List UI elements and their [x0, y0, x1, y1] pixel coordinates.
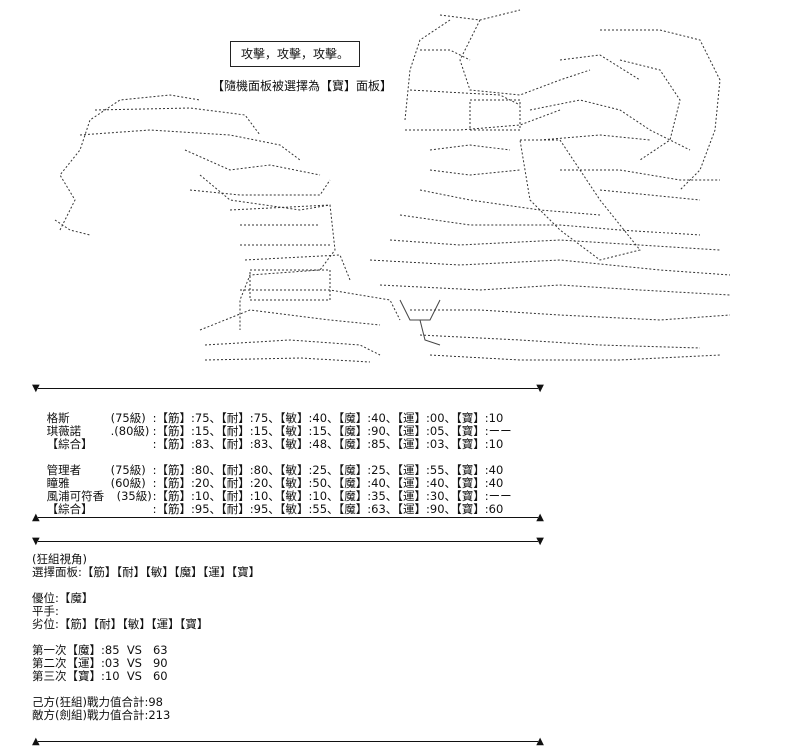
divider-top: ▼ ▼ [32, 384, 544, 394]
up-triangle-icon: ▲ [32, 512, 40, 523]
stat-row: 風浦可符香 (35級):【筋】:10、【耐】:10、【敏】:10、【魔】:35、【… [32, 477, 512, 503]
caption-box: 攻擊，攻擊，攻擊。 [230, 41, 360, 67]
stat-row: 琪薇諾 .(80級):【筋】:15、【耐】:15、【敏】:15、【魔】:90、【運… [32, 412, 512, 438]
ascii-art-illustration [54, 9, 731, 363]
character-name: 管理者 [46, 463, 82, 477]
stat-row-total: 【綜合】 :【筋】:83、【耐】:83、【敏】:48、【魔】:85、【運】:03、… [32, 425, 512, 451]
character-stats: :【筋】:80、【耐】:80、【敏】:25、【魔】:25、【運】:55、【寶】:… [152, 463, 504, 477]
perspective-label: (狂組視角) [32, 552, 87, 566]
character-name: 瞳雅 [46, 476, 70, 490]
up-triangle-icon: ▲ [536, 512, 544, 523]
character-stats: :【筋】:95、【耐】:95、【敏】:55、【魔】:63、【運】:90、【寶】:… [152, 502, 504, 516]
divider-line [38, 517, 538, 518]
stat-row: 管理者 (75級) :【筋】:80、【耐】:80、【敏】:25、【魔】:25、【運】… [32, 451, 512, 477]
character-stats: :【筋】:15、【耐】:15、【敏】:15、【魔】:90、【運】:05、【寶】:… [152, 424, 512, 438]
stats-block: 格斯 (75級) :【筋】:75、【耐】:75、【敏】:40、【魔】:40、【運】:… [32, 399, 512, 516]
round-result: 第三次【寶】:10 VS 60 [32, 669, 168, 683]
character-stats: :【筋】:75、【耐】:75、【敏】:40、【魔】:40、【運】:00、【寶】:… [152, 411, 504, 425]
character-stats: :【筋】:83、【耐】:83、【敏】:48、【魔】:85、【運】:03、【寶】:… [152, 437, 504, 451]
down-triangle-icon: ▼ [536, 536, 544, 547]
character-stats: :【筋】:20、【耐】:20、【敏】:50、【魔】:40、【運】:40、【寶】:… [152, 476, 504, 490]
stat-row: 瞳雅 (60級) :【筋】:20、【耐】:20、【敏】:50、【魔】:40、【運】:… [32, 464, 512, 490]
round-result: 第一次【魔】:85 VS 63 [32, 643, 168, 657]
character-name: 風浦可符香 [46, 489, 105, 503]
divider-line [38, 741, 538, 742]
character-name: 琪薇諾 [46, 424, 82, 438]
own-total: 己方(狂組)戰力值合計:98 [32, 695, 163, 709]
enemy-total: 敵方(劍組)戰力值合計:213 [32, 708, 171, 722]
advantage-line: 優位:【魔】 [32, 591, 94, 605]
character-name: 【綜合】 [46, 437, 93, 451]
down-triangle-icon: ▼ [32, 383, 40, 394]
character-name: 格斯 [46, 411, 70, 425]
character-level: (60級) [110, 476, 146, 490]
round-result: 第二次【運】:03 VS 90 [32, 656, 168, 670]
caption-note: 【隨機面板被選擇為【寶】面板】 [212, 79, 393, 93]
divider-bottom: ▲ ▲ [32, 513, 544, 523]
divider-line [38, 541, 538, 542]
summary-block: (狂組視角) 選擇面板:【筋】【耐】【敏】【魔】【運】【寶】 優位:【魔】 平手… [32, 553, 260, 722]
up-triangle-icon: ▲ [32, 736, 40, 747]
divider-top: ▼ ▼ [32, 537, 544, 547]
character-level: (75級) [110, 411, 146, 425]
divider-line [38, 388, 538, 389]
even-line: 平手: [32, 604, 59, 618]
disadvantage-line: 劣位:【筋】【耐】【敏】【運】【寶】 [32, 617, 209, 631]
character-stats: :【筋】:10、【耐】:10、【敏】:10、【魔】:35、【運】:30、【寶】:… [152, 489, 512, 503]
up-triangle-icon: ▲ [536, 736, 544, 747]
character-level: (35級) [116, 489, 152, 503]
divider-bottom: ▲ ▲ [32, 737, 544, 747]
down-triangle-icon: ▼ [536, 383, 544, 394]
panel-selection: 選擇面板:【筋】【耐】【敏】【魔】【運】【寶】 [32, 565, 261, 579]
down-triangle-icon: ▼ [32, 536, 40, 547]
character-level: (75級) [110, 463, 146, 477]
character-name: 【綜合】 [46, 502, 93, 516]
character-level: .(80級) [110, 424, 150, 438]
stat-row-total: 【綜合】 :【筋】:95、【耐】:95、【敏】:55、【魔】:63、【運】:90、… [32, 490, 512, 516]
stat-row: 格斯 (75級) :【筋】:75、【耐】:75、【敏】:40、【魔】:40、【運】:… [32, 399, 512, 425]
